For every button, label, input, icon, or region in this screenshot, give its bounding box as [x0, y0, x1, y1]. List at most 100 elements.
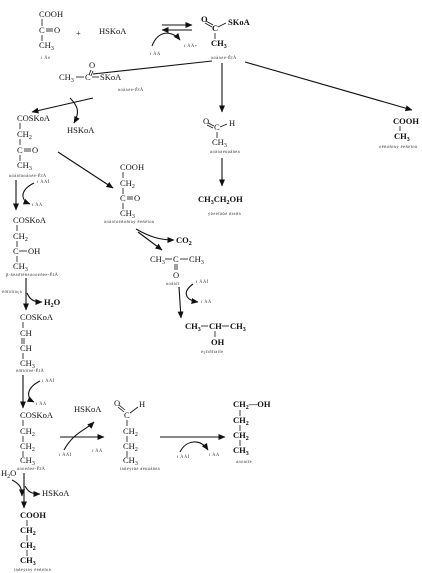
acetoacetyl-coa-structure: COSKoA CH2 C O CH3 àöåòîàöåòèë-ÊîÀ	[9, 113, 51, 178]
co2-release-arrow	[135, 228, 175, 243]
atom-o: O	[32, 145, 38, 155]
butanol-structure: CH2—OH CH2 CH2 CH3 áóòàíîë	[233, 399, 271, 464]
bond	[88, 69, 92, 76]
atom-ch2-1: CH2	[20, 426, 35, 438]
water-release-arrow	[26, 292, 43, 305]
nadh-1-arrow	[22, 182, 35, 205]
atom-c: C	[13, 246, 19, 256]
atom-ch2-1: CH2	[123, 426, 138, 438]
atom-cooh: COOH	[20, 510, 46, 520]
atom-ch3: CH3	[20, 358, 35, 370]
ethanol-caption: ýòèëîâûé ñïèðò	[208, 211, 242, 216]
atom-ch3: CH3	[13, 261, 28, 273]
arrow-to-acetic-acid	[244, 61, 413, 112]
arrow-to-acetoacetyl-coa	[31, 97, 94, 114]
atom-ch2: CH2	[17, 129, 32, 141]
atom-o: O	[201, 14, 208, 24]
nadh-5-arrow	[179, 441, 209, 453]
pyruvate-carbon: C	[39, 25, 45, 35]
atom-o: O	[203, 116, 209, 126]
butyraldehyde-structure: O C H CH2 CH2 CH3 ìàñëÿíûé àëüäåãèä	[114, 398, 160, 471]
atom-c: C	[212, 23, 218, 33]
atom-ch3: CH3	[394, 131, 410, 143]
branch-line-left	[92, 60, 213, 75]
bond	[206, 124, 214, 129]
water-reactant: H2O	[1, 468, 16, 480]
atom-oh: OH	[28, 246, 40, 256]
atom-ch3-left: CH3	[150, 254, 165, 266]
acetyl-coa-mid-structure: CH3 C O SKoA àöåòèë-ÊîÀ	[59, 60, 144, 92]
nadh-2-arrow	[185, 283, 199, 304]
atom-ch3-right: CH3	[230, 321, 246, 333]
atom-ch-1: CH	[20, 328, 32, 338]
plus-sign: +	[76, 28, 81, 38]
nadh-1: ï ÀÄÍ	[36, 179, 50, 184]
hydroxybutyryl-coa-caption: β-ãèäðîêñèáóòèðèë-ÊîÀ	[6, 272, 59, 277]
pyruvate-oxygen: O	[54, 25, 60, 35]
atom-ch3: CH3	[211, 38, 227, 50]
atom-o: O	[134, 193, 140, 203]
atom-cooh: COOH	[120, 162, 144, 172]
hskoa-released-3: HSKoA	[42, 488, 70, 498]
atom-coskoa: COSKoA	[13, 215, 47, 225]
hskoa-release-arrow	[69, 97, 80, 124]
bond	[205, 20, 214, 26]
atom-c: C	[17, 145, 23, 155]
hskoa-reactant: HSKoA	[99, 26, 127, 36]
arrow-to-acetoacetate	[57, 151, 114, 189]
isopropanol-structure: CH3 CH CH3 OH èçîïðîïàíîë	[185, 321, 246, 354]
nad-label: ï ÀÄ	[149, 51, 161, 56]
bond	[204, 22, 213, 28]
arrow-to-isopropanol	[177, 286, 184, 319]
nadh-label: ï ÀÄ+	[183, 43, 198, 48]
atom-ch2-2: CH2	[20, 441, 35, 453]
atom-o: O	[89, 60, 95, 70]
atom-coskoa: COSKoA	[20, 312, 54, 322]
atom-ch3: CH3	[233, 445, 249, 457]
hydroxybutyryl-coa-structure: COSKoA CH2 C OH CH3 β-ãèäðîêñèáóòèðèë-Êî…	[6, 215, 59, 277]
atom-c: C	[124, 410, 130, 420]
atom-ch3-right: CH3	[189, 254, 204, 266]
acetoacetate-structure: COOH CH2 C O CH3 àöåòîóêñóñíàÿ êèñëîòà	[104, 162, 154, 224]
butyraldehyde-caption: ìàñëÿíûé àëüäåãèä	[120, 466, 160, 471]
atom-ch2-2: CH2	[20, 540, 36, 552]
butyric-acid-structure: COOH CH2 CH2 CH3 ìàñëÿíàÿ êèñëîòà	[14, 510, 51, 572]
hskoa-release-arrow-2	[63, 421, 95, 451]
hskoa-released-2: HSKoA	[74, 404, 102, 414]
atom-ch: CH	[209, 321, 222, 331]
atom-ch-2: CH	[20, 343, 32, 353]
hskoa-released: HSKoA	[67, 125, 95, 135]
nad-cofactor-arrow	[151, 32, 181, 47]
atom-ch2-2: CH2	[233, 430, 249, 442]
atom-ch2-oh: CH2—OH	[233, 399, 271, 411]
atom-ch3: CH3	[17, 160, 32, 172]
atom-ch3-left: CH3	[185, 321, 201, 333]
crotonyl-coa-caption: êðîòîíèë-ÊîÀ	[16, 368, 45, 373]
atom-ch3: CH3	[20, 555, 36, 567]
co2-product: CO2	[176, 235, 192, 247]
nad-5: ï ÀÄ	[208, 452, 220, 457]
acetyl-coa-caption: àöåòèë-ÊîÀ	[211, 55, 237, 60]
nad-4: ï ÀÄ	[91, 448, 103, 453]
atom-oh: OH	[211, 337, 225, 347]
bond	[207, 122, 215, 127]
atom-h: H	[229, 118, 235, 128]
acetone-caption: àöåòîí	[166, 281, 180, 286]
pyruvate-cooh: COOH	[39, 9, 63, 19]
atom-coskoa: COSKoA	[17, 113, 51, 123]
nadh-5: ï ÀÄÍ	[176, 454, 190, 459]
acetic-acid-structure: COOH CH3 óêñóñíàÿ êèñëîòà	[379, 116, 419, 149]
atom-o: O	[114, 398, 120, 408]
acetaldehyde-caption: àöåòàëüäåãèä	[210, 149, 240, 154]
ethanol-structure: CH3CH2OH ýòèëîâûé ñïèðò	[198, 194, 243, 216]
atom-c: C	[214, 122, 220, 132]
bond	[129, 406, 139, 414]
nad-1: ï ÀÄ	[31, 202, 43, 207]
nadh-2: ï ÀÄÍ	[195, 279, 209, 284]
atom-h: H	[139, 399, 145, 409]
arrow-to-acetone	[137, 231, 163, 251]
nad-2: ï ÀÄ	[200, 299, 212, 304]
nadh-3: ï ÀÄÍ	[41, 378, 55, 383]
acetyl-coa-top-structure: O C SKoA CH3 àöåòèë-ÊîÀ	[201, 14, 251, 60]
bond	[117, 406, 125, 413]
